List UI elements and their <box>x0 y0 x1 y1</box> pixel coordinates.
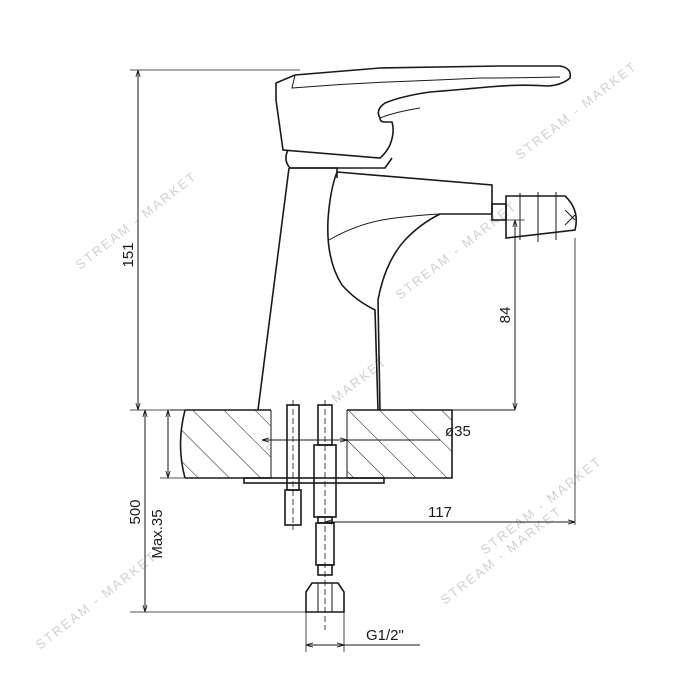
dimension-lines <box>130 69 576 652</box>
dimension-labels: 151 84 500 Max.35 ø35 117 G1/2" <box>120 242 514 644</box>
lever-handle <box>275 65 572 159</box>
countertop-section <box>170 405 515 484</box>
spray-height-label: 84 <box>497 307 514 324</box>
hose-length-label: 500 <box>127 499 144 524</box>
watermarks: STREAM - MARKET STREAM - MARKET STREAM -… <box>33 58 640 652</box>
mounting-stud <box>284 400 302 530</box>
max-thickness-label: Max.35 <box>149 509 166 558</box>
watermark-text: STREAM - MARKET <box>513 58 640 162</box>
thread-label: G1/2" <box>366 627 404 644</box>
watermark-text: STREAM - MARKET <box>438 503 565 607</box>
reach-label: 117 <box>428 504 452 521</box>
faucet-body <box>257 65 578 411</box>
hole-diameter-label: ø35 <box>445 423 471 440</box>
watermark-text: STREAM - MARKET <box>478 453 605 557</box>
spray-nozzle <box>505 195 578 239</box>
total-height-label: 151 <box>120 242 137 267</box>
watermark-text: STREAM - MARKET <box>33 548 160 652</box>
